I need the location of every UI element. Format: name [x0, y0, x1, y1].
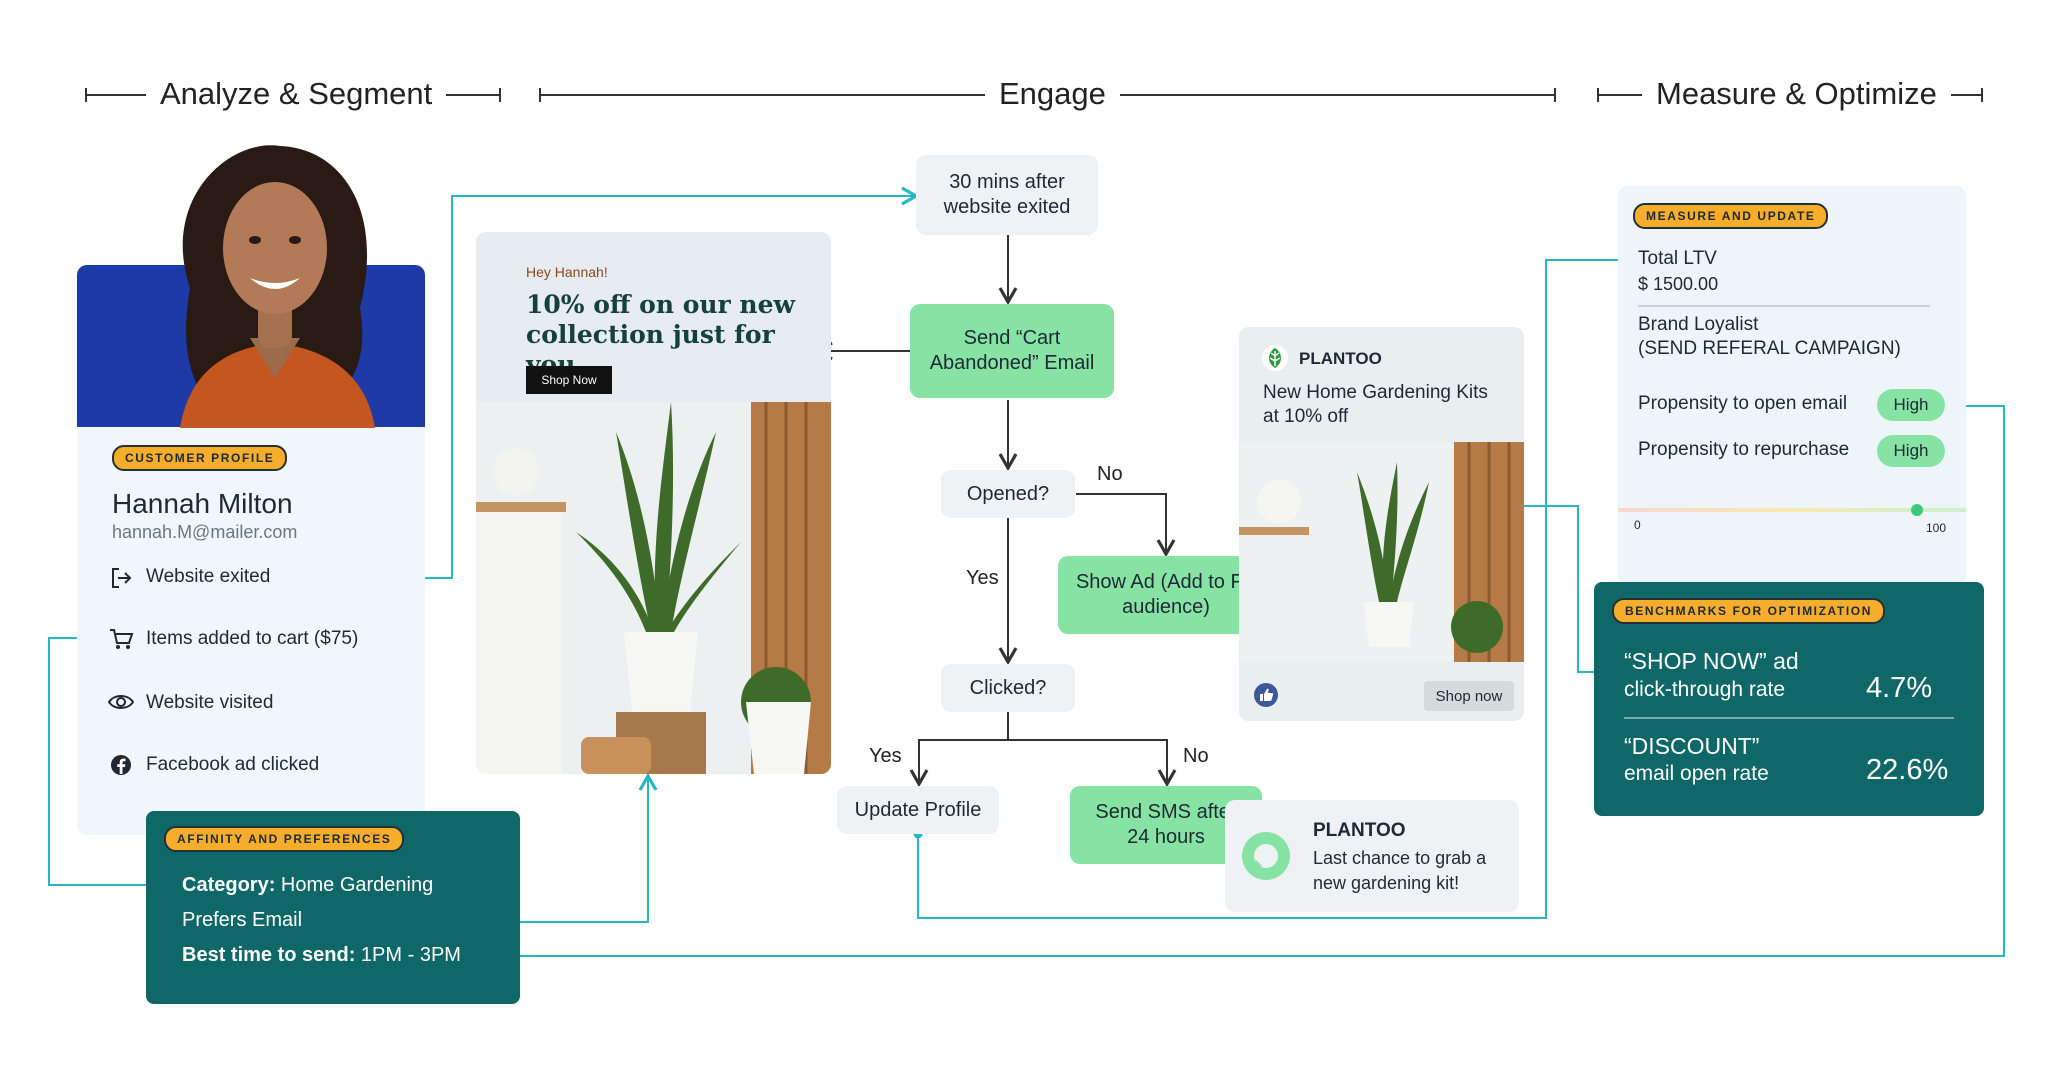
- divider: [1638, 305, 1930, 307]
- measure-update-card: [1618, 186, 1966, 586]
- propensity-open-badge: High: [1877, 389, 1945, 421]
- segment-label: Brand Loyalist: [1638, 314, 1759, 335]
- plant-illustration: [476, 402, 831, 774]
- event-website-exited: Website exited: [146, 566, 271, 587]
- benchmark-subtitle: click-through rate: [1624, 678, 1786, 701]
- affinity-badge: AFFINITY AND PREFERENCES: [164, 826, 405, 852]
- sms-brand: PLANTOO: [1313, 820, 1406, 841]
- clicked-decision: Clicked?: [941, 664, 1075, 712]
- yes-label-opened: Yes: [966, 567, 999, 589]
- fb-ad-brand: PLANTOO: [1299, 349, 1382, 368]
- section-title-engage: Engage: [985, 76, 1120, 112]
- affinity-category: Category: Home Gardening: [182, 874, 433, 897]
- affinity-best-time-value: 1PM - 3PM: [360, 944, 461, 966]
- benchmark-subtitle: email open rate: [1624, 762, 1769, 785]
- chat-bubble-icon: [1242, 832, 1290, 880]
- cart-icon: [110, 629, 134, 649]
- avatar: [180, 145, 375, 428]
- no-label-opened: No: [1097, 463, 1123, 485]
- eye-icon: [108, 695, 134, 709]
- propensity-scale-marker: [1911, 504, 1924, 516]
- benchmark-value: 22.6%: [1866, 754, 1949, 786]
- profile-email: hannah.M@mailer.com: [112, 522, 298, 542]
- total-ltv-value: $ 1500.00: [1638, 274, 1719, 294]
- measure-update-badge: MEASURE AND UPDATE: [1633, 203, 1829, 229]
- opened-decision: Opened?: [941, 470, 1075, 518]
- scale-min-label: 0: [1634, 518, 1641, 532]
- like-icon[interactable]: [1253, 682, 1279, 708]
- send-email-node: Send “Cart Abandoned” Email: [910, 304, 1114, 398]
- affinity-category-value: Home Gardening: [280, 874, 434, 896]
- event-facebook-ad-clicked: Facebook ad clicked: [146, 754, 320, 775]
- email-headline: 10% off on our new collection just for y…: [526, 290, 796, 379]
- event-website-visited: Website visited: [146, 692, 274, 713]
- benchmark-title: “SHOP NOW” ad: [1624, 648, 1799, 674]
- affinity-category-key: Category:: [182, 874, 276, 896]
- fb-ad-plant-image: [1239, 442, 1524, 662]
- affinity-best-time: Best time to send: 1PM - 3PM: [182, 944, 461, 967]
- fb-ad-card: PLANTOO New Home Gardening Kits at 10% o…: [1239, 327, 1524, 721]
- profile-name: Hannah Milton: [112, 488, 293, 519]
- email-shop-now-button[interactable]: Shop Now: [526, 366, 612, 394]
- benchmark-title: “DISCOUNT”: [1624, 733, 1760, 759]
- section-title-analyze: Analyze & Segment: [146, 76, 447, 112]
- divider: [1624, 717, 1954, 719]
- affinity-prefers: Prefers Email: [182, 909, 303, 931]
- propensity-open-label: Propensity to open email: [1638, 393, 1848, 414]
- propensity-scale-bar: [1618, 508, 1966, 512]
- yes-label-clicked: Yes: [869, 745, 902, 767]
- exit-icon: [112, 568, 132, 588]
- event-items-added: Items added to cart ($75): [146, 628, 359, 649]
- customer-profile-badge: CUSTOMER PROFILE: [112, 445, 288, 471]
- sms-text: Last chance to grab a new gardening kit!: [1313, 848, 1487, 894]
- benchmark-value: 4.7%: [1866, 672, 1933, 704]
- propensity-repurchase-badge: High: [1877, 435, 1945, 467]
- total-ltv-label: Total LTV: [1638, 248, 1717, 269]
- update-profile-node: Update Profile: [837, 786, 999, 834]
- fb-ad-text: New Home Gardening Kits at 10% off: [1263, 382, 1488, 427]
- show-ad-node: Show Ad (Add to FB audience): [1058, 556, 1274, 634]
- fb-ad-shop-now-button[interactable]: Shop now: [1424, 681, 1514, 711]
- plantoo-logo-icon: [1262, 345, 1288, 371]
- segment-value: (SEND REFERAL CAMPAIGN): [1638, 338, 1901, 359]
- trigger-node: 30 mins after website exited: [916, 155, 1098, 235]
- email-preview-card: Hey Hannah! 10% off on our new collectio…: [476, 232, 831, 774]
- facebook-icon: [111, 755, 131, 775]
- affinity-best-time-key: Best time to send:: [182, 944, 356, 966]
- no-label-clicked: No: [1183, 745, 1209, 767]
- email-greeting: Hey Hannah!: [526, 264, 608, 280]
- propensity-repurchase-label: Propensity to repurchase: [1638, 439, 1850, 460]
- scale-max-label: 100: [1926, 521, 1947, 535]
- benchmarks-badge: BENCHMARKS FOR OPTIMIZATION: [1612, 598, 1885, 624]
- section-title-measure: Measure & Optimize: [1642, 76, 1951, 112]
